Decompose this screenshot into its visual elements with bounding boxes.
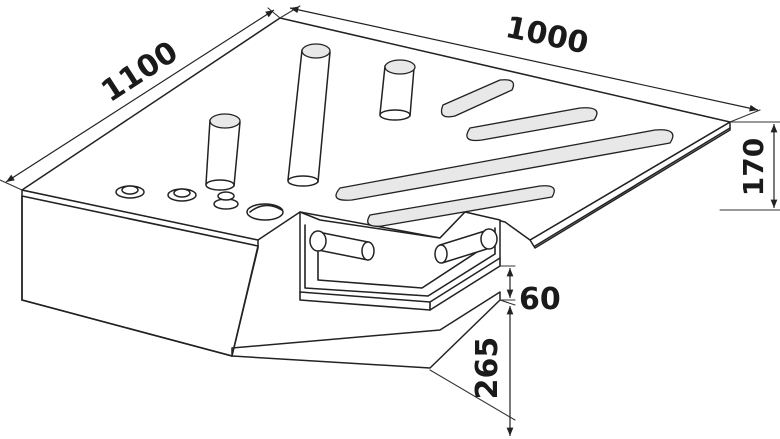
dimension-265-line bbox=[429, 299, 516, 436]
dimension-170-line bbox=[719, 121, 780, 211]
step-recess bbox=[299, 211, 501, 311]
dimension-1000-label: 1000 bbox=[502, 10, 591, 62]
dimension-170-label: 170 bbox=[737, 138, 770, 196]
dimension-265-label: 265 bbox=[470, 337, 505, 400]
dimension-60-label: 60 bbox=[519, 282, 561, 317]
filler-tube-short bbox=[379, 59, 416, 121]
hinge-pin-left bbox=[309, 230, 375, 261]
filler-tube-left bbox=[205, 113, 241, 191]
dimension-1100-line bbox=[0, 7, 281, 191]
fittings bbox=[115, 185, 284, 221]
dimension-60-line bbox=[499, 265, 516, 301]
dimension-1000-line bbox=[279, 5, 761, 123]
hinge-pin-right bbox=[434, 228, 498, 264]
